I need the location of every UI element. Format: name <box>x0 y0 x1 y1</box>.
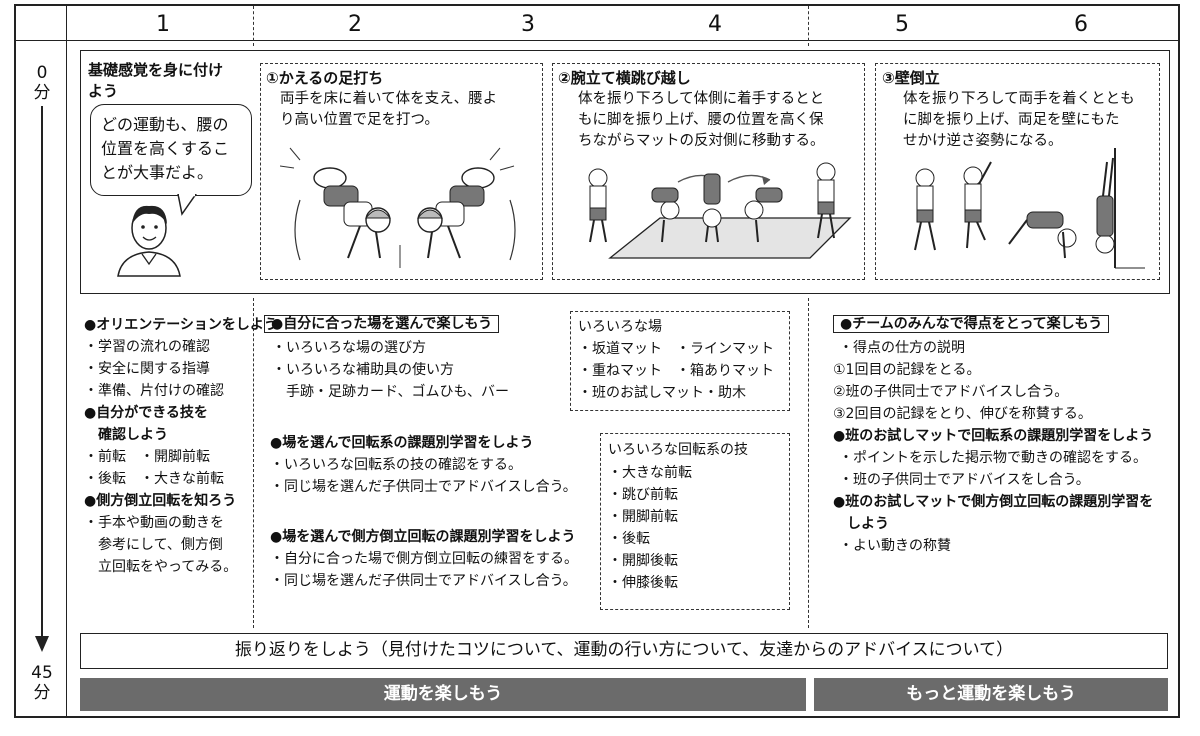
framed-heading: ●自分に合った場を選んで楽しもう <box>264 315 500 333</box>
teacher-icon <box>117 205 181 277</box>
orientation-plan: ●オリエンテーションをしよう ・学習の流れの確認 ・安全に関する指導 ・準備、片… <box>84 314 278 578</box>
team-score-plan: ●チームのみんなで得点をとって楽しもう ・得点の仕方の説明 ①1回目の記録をとる… <box>833 315 1154 554</box>
time-start-unit: 分 <box>33 83 51 103</box>
plan-item: ●オリエンテーションをしよう <box>84 317 278 333</box>
cartwheel-task-plan: ●場を選んで側方倒立回転の課題別学習をしよう ・自分に合った場で側方倒立回転の練… <box>270 529 578 589</box>
plan-item: ●自分ができる技を <box>84 405 208 421</box>
exercise-title: ①かえるの足打ち <box>266 69 384 87</box>
exercise-card <box>875 63 1160 280</box>
select-place-plan: ●自分に合った場を選んで楽しもう ・いろいろな場の選び方 ・いろいろな補助具の使… <box>264 313 509 403</box>
side-jump-illustration-icon <box>588 162 852 259</box>
framed-heading: ●チームのみんなで得点をとって楽しもう <box>833 315 1110 333</box>
header-divider-dashed <box>808 6 809 46</box>
column-number: 4 <box>708 12 722 37</box>
plan-item: 立回転をやってみる。 <box>98 559 238 575</box>
phase-bar-enjoy-more: もっと運動を楽しもう <box>814 678 1168 711</box>
intro-title: 基礎感覚を身に付け よう <box>88 61 224 100</box>
techniques-box <box>600 433 790 610</box>
plan-item: ・後転 ・大きな前転 <box>84 471 224 487</box>
header-divider-dashed <box>253 6 254 46</box>
techniques-list: いろいろな回転系の技 ・大きな前転 ・跳び前転 ・開脚前転 ・後転 ・開脚後転 … <box>608 442 748 591</box>
plan-item: ・手本や動画の動きを <box>84 515 224 531</box>
column-number: 6 <box>1074 12 1088 37</box>
time-arrow-icon <box>35 106 49 652</box>
time-end-number: 45 <box>31 663 53 683</box>
exercise-card <box>260 63 543 280</box>
column-number: 3 <box>521 12 535 37</box>
places-box <box>570 311 790 411</box>
plan-table <box>14 4 1180 718</box>
wall-handstand-illustration-icon <box>914 148 1145 269</box>
speech-bubble: どの運動も、腰の 位置を高くするこ とが大事だよ。 <box>90 104 252 196</box>
frog-kick-illustration-icon <box>280 147 516 268</box>
exercise-description: 両手を床に着いて体を支え、腰よ り高い位置で足を打つ。 <box>280 91 498 128</box>
reflection-banner: 振り返りをしよう（見付けたコツについて、運動の行い方について、友達からのアドバイ… <box>80 633 1168 669</box>
column-number: 1 <box>156 12 170 37</box>
exercise-description: 体を振り下ろして体側に着手するとと もに脚を振り上げ、腰の位置を高く保 ちながら… <box>578 91 825 149</box>
rotation-task-plan: ●場を選んで回転系の課題別学習をしよう ・いろいろな回転系の技の確認をする。 ・… <box>270 435 577 495</box>
phase-bar-enjoy: 運動を楽しもう <box>80 678 806 711</box>
time-start-number: 0 <box>36 63 48 83</box>
bubble-tail-icon <box>177 194 197 216</box>
plan-item: 参考にして、側方倒 <box>98 537 223 553</box>
exercise-description: 体を振り下ろして両手を着くととも に脚を振り上げ、両足を壁にもた せかけ逆さ姿勢… <box>903 91 1135 149</box>
plan-item: ●側方倒立回転を知ろう <box>84 493 237 509</box>
column-number: 5 <box>895 12 909 37</box>
plan-item: ・前転 ・開脚前転 <box>84 449 210 465</box>
time-end-unit: 分 <box>33 683 51 703</box>
plan-item: ・学習の流れの確認 <box>84 339 210 355</box>
plan-item: 確認しよう <box>98 427 168 443</box>
plan-item: ・準備、片付けの確認 <box>84 383 224 399</box>
column-divider-dashed <box>808 298 809 628</box>
exercise-title: ③壁倒立 <box>882 69 940 87</box>
column-number: 2 <box>348 12 362 37</box>
exercise-card <box>552 63 865 280</box>
plan-item: ・安全に関する指導 <box>84 361 210 377</box>
column-divider-dashed <box>253 298 254 628</box>
header-divider <box>14 40 1180 41</box>
exercise-title: ②腕立て横跳び越し <box>558 69 691 87</box>
time-column-divider <box>66 4 67 718</box>
places-list: いろいろな場 ・坂道マット ・ラインマット ・重ねマット ・箱ありマット ・班の… <box>578 319 774 401</box>
basic-sense-panel <box>80 50 1170 294</box>
